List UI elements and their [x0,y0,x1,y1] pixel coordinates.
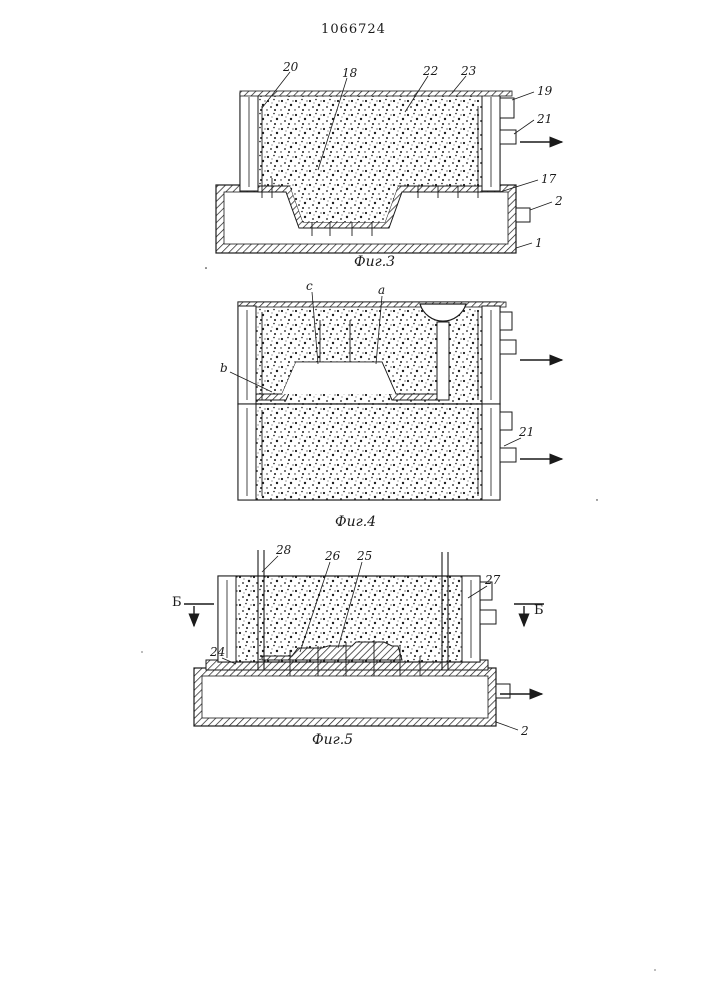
fig5-label-25: 25 [356,549,372,563]
fig5-outlet-pipe [496,684,510,698]
fig3-side-pipe [500,130,516,144]
fig3-label-2: 2 [554,194,563,208]
fig4-label-b: b [220,361,228,375]
fig4-lower-flange [500,412,512,430]
fig3-outlet-pipe [516,208,530,222]
fig4-label-c: c [306,279,313,293]
fig5-label-27: 27 [484,573,501,587]
fig3-flask-box [240,93,500,191]
fig3-label-21: 21 [536,112,552,126]
fig4-lower-pipe [500,448,516,462]
fig5-section-mark-left: Б [172,595,182,610]
fig3-top-film [240,91,512,96]
fig3-label-20: 20 [282,60,299,74]
fig3-label-17: 17 [541,172,557,186]
fig5-side-pipe [480,610,496,624]
fig5-label-26: 26 [324,549,341,563]
fig3-caption: Фиг.3 [354,254,395,270]
fig5-label-24: 24 [209,645,225,659]
fig3-cavity-sand [290,186,398,222]
figure-5: Б Б 28 26 25 27 24 2 Фиг.5 [172,543,544,748]
fig3-label-22: 22 [422,64,438,78]
fig3-label-19: 19 [537,84,553,98]
fig4-upper-flange [500,312,512,330]
fig3-label-18: 18 [342,66,358,80]
fig4-label-21: 21 [518,425,534,439]
fig5-section-mark-right: Б [534,603,544,618]
fig3-label-1: 1 [535,236,543,250]
fig5-caption: Фиг.5 [312,732,353,748]
fig4-upper-pipe [500,340,516,354]
figure-3: 20 18 22 23 19 21 17 2 1 Фиг.3 [216,60,563,270]
fig5-chamber-cavity [202,676,488,718]
fig4-label-a: a [378,283,385,297]
fig4-cavity-void [282,362,396,394]
fig5-label-2: 2 [520,724,529,738]
fig5-label-28: 28 [275,543,292,557]
figure-4: c a b 21 Фиг.4 [220,279,562,530]
fig3-label-23: 23 [460,64,477,78]
fig4-sprue-channel [437,322,449,400]
fig3-flange [500,98,514,118]
fig4-lower-flask [238,404,500,500]
fig4-caption: Фиг.4 [335,514,376,530]
